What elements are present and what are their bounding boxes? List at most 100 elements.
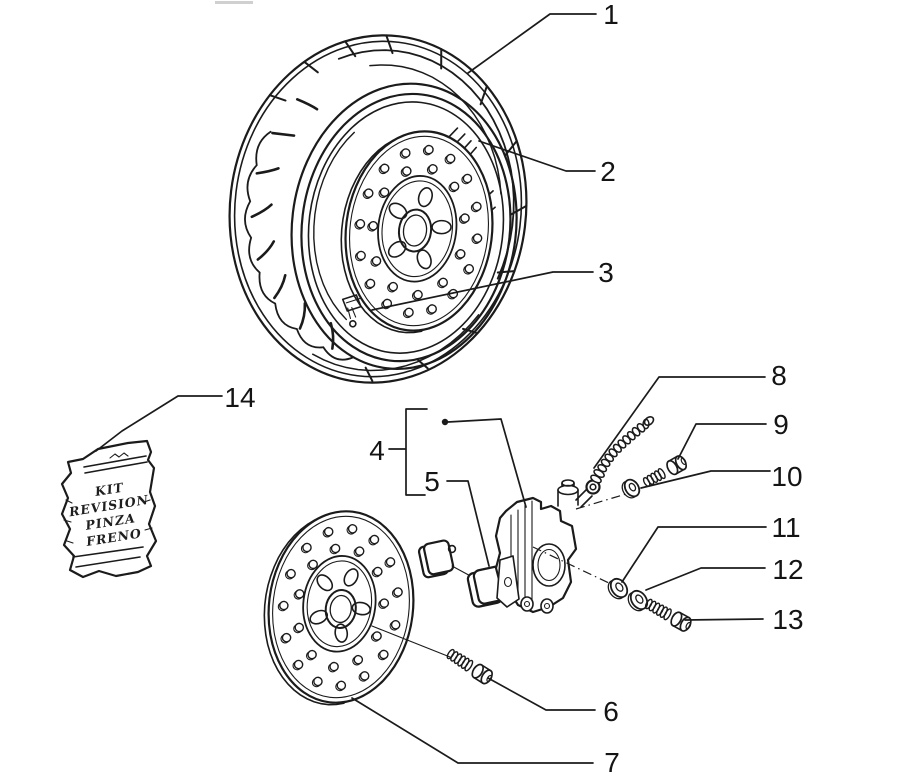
vent-hole (293, 659, 304, 670)
disc-bolt-6-thread (464, 659, 474, 672)
vent-hole (438, 277, 449, 288)
tread-groove (250, 203, 273, 219)
caliper-bolt-13-thread (663, 608, 672, 621)
vent-hole (379, 163, 390, 174)
pad-left-tab (447, 544, 457, 554)
lug-hole (388, 202, 408, 220)
hose-end-fitting (643, 415, 655, 427)
bag-outline (60, 439, 158, 579)
pad-left (422, 539, 455, 576)
vent-hole (302, 542, 312, 553)
banjo-arm (575, 488, 593, 508)
vent-hole (307, 649, 317, 660)
tread-groove (256, 240, 276, 261)
tire-outline (228, 34, 528, 384)
vent-hole (390, 619, 401, 630)
rim-barrel-line (313, 131, 355, 321)
wheel-assembly (228, 34, 528, 384)
caliper-lug-2 (540, 598, 554, 614)
caliper-boss-top (557, 484, 579, 496)
hub-bore-inner (402, 214, 428, 247)
leader-lines (95, 13, 771, 764)
caliper-bore (532, 543, 566, 587)
callout-1[interactable]: 1 (603, 0, 619, 30)
callout-7[interactable]: 7 (604, 747, 620, 777)
leader-8 (593, 376, 766, 469)
vent-hole (460, 213, 470, 223)
vent-hole (313, 676, 323, 687)
banjo-bolt-9-socket (680, 457, 687, 465)
bag-label: KIT REVISION PINZA FRENO (67, 480, 150, 550)
disc-band (348, 135, 490, 327)
callout-10[interactable]: 10 (771, 461, 802, 492)
fasteners (446, 455, 692, 685)
vent-hole (372, 631, 382, 641)
leader-7 (351, 697, 594, 764)
caliper-lug-1-hole (523, 600, 531, 608)
vent-hole (329, 661, 339, 672)
callout-12[interactable]: 12 (772, 554, 803, 585)
callouts: 1 2 3 4 5 6 7 8 9 10 11 12 13 14 (224, 0, 803, 777)
vent-hole (472, 201, 482, 212)
callout-14[interactable]: 14 (224, 382, 255, 413)
vent-hole (372, 566, 383, 577)
vent-hole (347, 524, 358, 534)
scan-artifact (215, 1, 253, 4)
tread-band (311, 314, 480, 372)
caliper-ear (496, 555, 520, 608)
vent-hole (353, 654, 364, 665)
tread-groove (255, 167, 280, 175)
tread-cut (510, 204, 528, 216)
caliper-lug-1 (520, 596, 534, 612)
callout-4[interactable]: 4 (369, 435, 385, 466)
callout-8[interactable]: 8 (771, 360, 787, 391)
leader-4-bracket (388, 408, 428, 496)
vent-hole (294, 622, 305, 633)
vent-hole (369, 534, 380, 545)
vent-hole (294, 589, 305, 599)
leader-6 (487, 677, 596, 711)
vent-hole (428, 164, 438, 174)
callout-11[interactable]: 11 (771, 512, 800, 543)
caliper-ribs (510, 500, 533, 608)
leader-2 (478, 140, 596, 172)
tread-cut (496, 270, 516, 274)
callout-13[interactable]: 13 (772, 604, 803, 635)
callout-3[interactable]: 3 (598, 257, 614, 288)
tire-tread (244, 34, 528, 382)
caliper-bolt-13-socket (685, 621, 692, 630)
vent-hole (359, 671, 370, 681)
callout-5[interactable]: 5 (424, 466, 440, 497)
vent-hole (424, 144, 434, 155)
parts-kit-bag: KIT REVISION PINZA FRENO (60, 439, 158, 579)
lug-hole (351, 601, 371, 616)
washer-12-hole (635, 594, 644, 604)
vent-hole (393, 587, 403, 597)
tread-cut (385, 34, 394, 55)
tread-wave (244, 130, 354, 361)
tread-cut (479, 85, 488, 106)
leader-11 (621, 526, 767, 583)
callout-6[interactable]: 6 (603, 696, 619, 727)
bag-crumples (63, 452, 153, 544)
vent-hole (379, 649, 389, 660)
tread-cut (303, 60, 319, 74)
vent-hole (323, 526, 334, 537)
leader-13 (684, 618, 764, 621)
hub-bore-inner (329, 594, 352, 624)
leader-9 (677, 423, 767, 460)
hub-bore (397, 208, 433, 253)
bolt-6-guide-line (371, 625, 451, 658)
rim-outer (300, 92, 512, 363)
vent-hole (336, 680, 347, 691)
callout-2[interactable]: 2 (600, 156, 616, 187)
tread-groove (298, 302, 307, 330)
disc-bolt-6-head (471, 663, 484, 679)
valve-tip (349, 319, 357, 328)
lug-hole (387, 240, 407, 258)
vent-hole (462, 173, 473, 184)
vent-hole (413, 289, 423, 300)
callout-9[interactable]: 9 (773, 409, 789, 440)
banjo-eye-hole (589, 483, 597, 491)
